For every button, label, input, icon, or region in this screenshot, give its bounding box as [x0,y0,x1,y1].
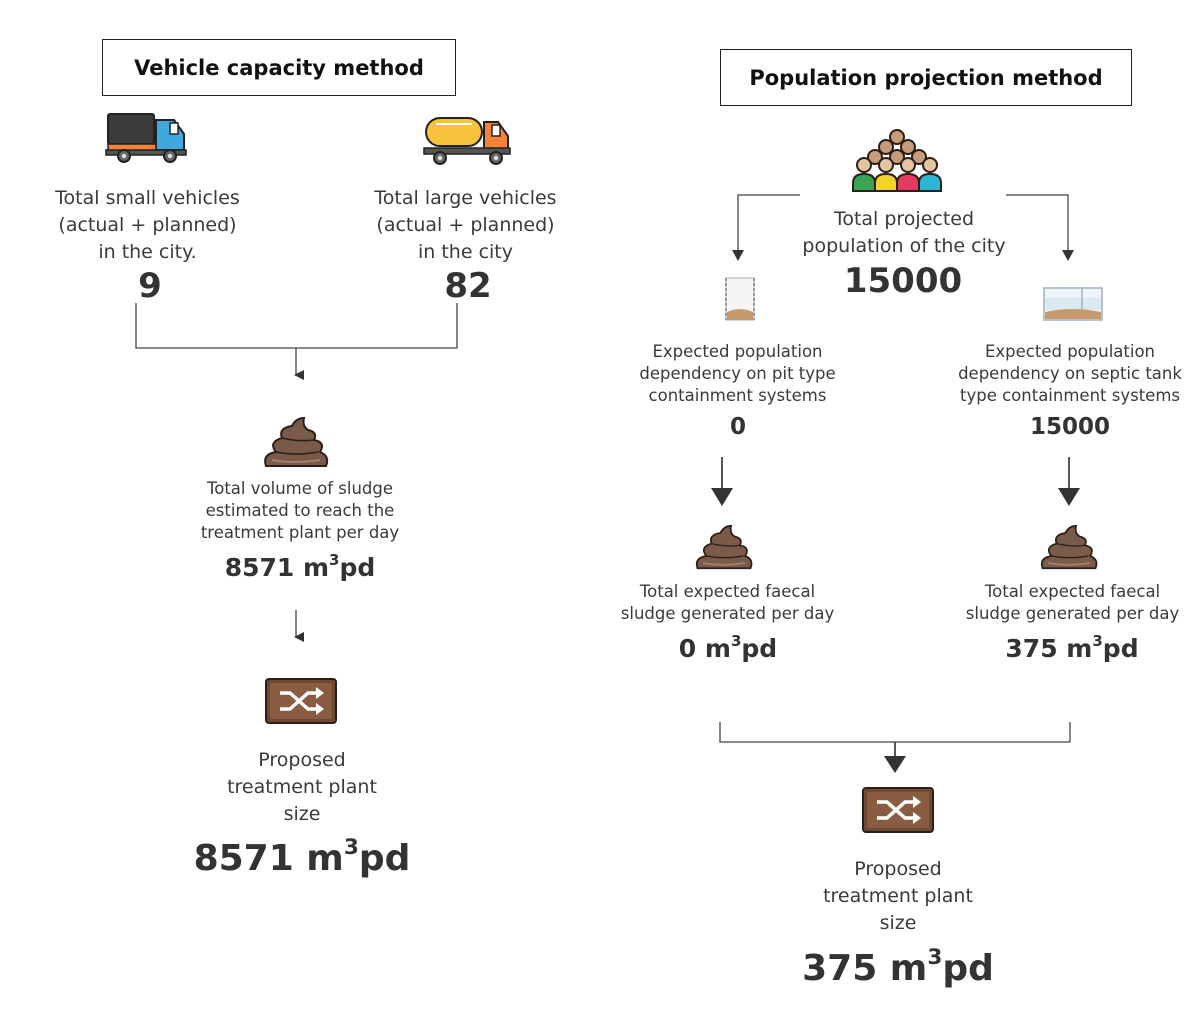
sludge-volume-label: Total volume of sludge estimated to reac… [200,479,400,542]
sludge-volume-value: 8571 m3pd [224,550,376,582]
small-truck-icon [105,113,187,163]
pit-faecal-label: Total expected faecal sludge generated p… [620,582,835,623]
crowd-icon [852,129,942,192]
projected-population-label: Total projected population of the city [802,208,1006,257]
arrowhead-right-branch [1062,250,1074,261]
septic-dependency-label: Expected population dependency on septic… [958,342,1182,405]
vehicle-plant-size-label: Proposed treatment plant size [227,749,377,825]
arrowhead-pit [711,488,733,506]
pit-faecal-value: 0 m3pd [678,631,778,663]
vehicle-bracket [135,303,458,349]
sludge-pile-icon [264,416,329,467]
population-plant-size-label: Proposed treatment plant size [823,858,973,934]
septic-tank-icon [1043,287,1103,321]
projected-population-value: 15000 [843,261,963,301]
population-method-title: Population projection method [720,49,1132,106]
vehicle-method-title: Vehicle capacity method [102,39,456,96]
small-vehicles-value: 9 [138,266,162,306]
pop-bracket [719,722,1071,743]
pit-dependency-label: Expected population dependency on pit ty… [639,342,836,405]
shuffle-plant-icon [265,678,337,724]
septic-dependency-value: 15000 [1029,414,1111,440]
sludge-pile-icon [1040,525,1098,570]
septic-faecal-value: 375 m3pd [1005,631,1139,663]
pit-dependency-value: 0 [729,414,746,440]
tanker-truck-icon [423,117,511,165]
large-vehicles-value: 82 [444,266,492,306]
small-vehicles-label: Total small vehicles (actual + planned) … [55,187,240,263]
vehicle-plant-size-value: 8571 m3pd [193,834,411,879]
sludge-pile-icon [695,525,753,570]
pop-branch-right [1006,194,1069,252]
population-plant-size-value: 375 m3pd [802,944,994,989]
large-vehicles-label: Total large vehicles (actual + planned) … [374,187,557,263]
pop-branch-left [737,194,800,252]
arrowhead-left-branch [732,250,744,261]
arrowhead-septic [1058,488,1080,506]
shuffle-plant-icon [862,787,934,833]
pit-container-icon [725,277,755,321]
septic-faecal-label: Total expected faecal sludge generated p… [965,582,1180,623]
arrowhead-final [884,756,906,773]
